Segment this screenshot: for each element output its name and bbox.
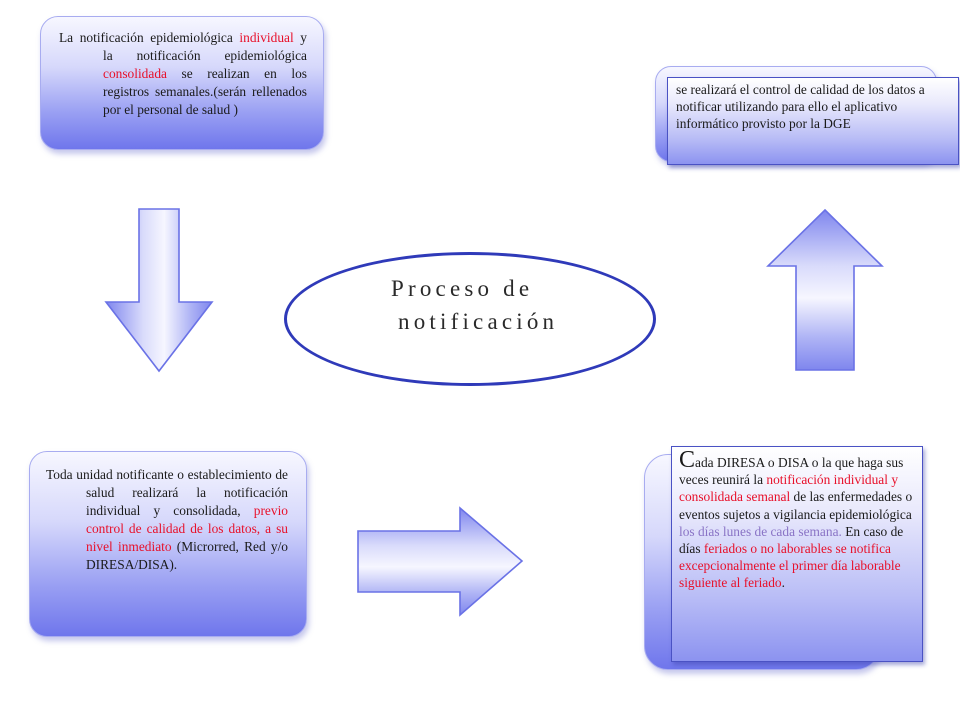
top-right-text: se realizará el control de calidad de lo… [676, 82, 925, 132]
bottom-left-text: Toda unidad notificante o establecimient… [46, 466, 288, 574]
text-run: se realizan en los registros semanales.(… [103, 66, 307, 117]
down-arrow-icon [104, 208, 214, 373]
bottom-right-dropcap: C [679, 447, 696, 473]
top-right-card: se realizará el control de calidad de lo… [667, 77, 959, 165]
right-arrow-icon [357, 506, 524, 617]
text-run: los días lunes de cada semana. [679, 523, 842, 539]
bottom-left-box: Toda unidad notificante o establecimient… [29, 451, 307, 637]
center-title-line-2: notificación [398, 309, 559, 334]
text-run: de las enfermedades o eventos sujetos a … [679, 489, 913, 522]
text-run: individual [239, 30, 294, 45]
text-run: (Microrred, Red y/o DIRESA/DISA). [86, 539, 288, 572]
text-run: notificación individual y consolidada se… [679, 472, 899, 505]
text-run: Toda unidad notificante o establecimient… [46, 467, 288, 518]
text-run: ada DIRESA o DISA o la que haga sus vece… [679, 455, 904, 488]
text-run: previo control de calidad de los datos, … [86, 503, 288, 554]
top-left-text: La notificación epidemiológica individua… [59, 29, 307, 119]
center-title-line-1: Proceso de [391, 276, 534, 301]
bottom-right-text: ada DIRESA o DISA o la que haga sus vece… [679, 455, 912, 590]
up-arrow-icon [766, 208, 884, 371]
text-run: y la notificación epidemiológica [103, 30, 308, 63]
text-run: consolidada [103, 66, 167, 81]
top-left-box: La notificación epidemiológica individua… [40, 16, 324, 150]
text-run: feriados o no laborables se notifica exc… [679, 541, 901, 591]
bottom-right-card: Cada DIRESA o DISA o la que haga sus vec… [671, 446, 923, 662]
process-ellipse [284, 252, 656, 386]
text-run: La notificación epidemiológica [59, 30, 240, 45]
text-run: . [781, 575, 785, 591]
text-run: En caso de días [679, 523, 904, 557]
